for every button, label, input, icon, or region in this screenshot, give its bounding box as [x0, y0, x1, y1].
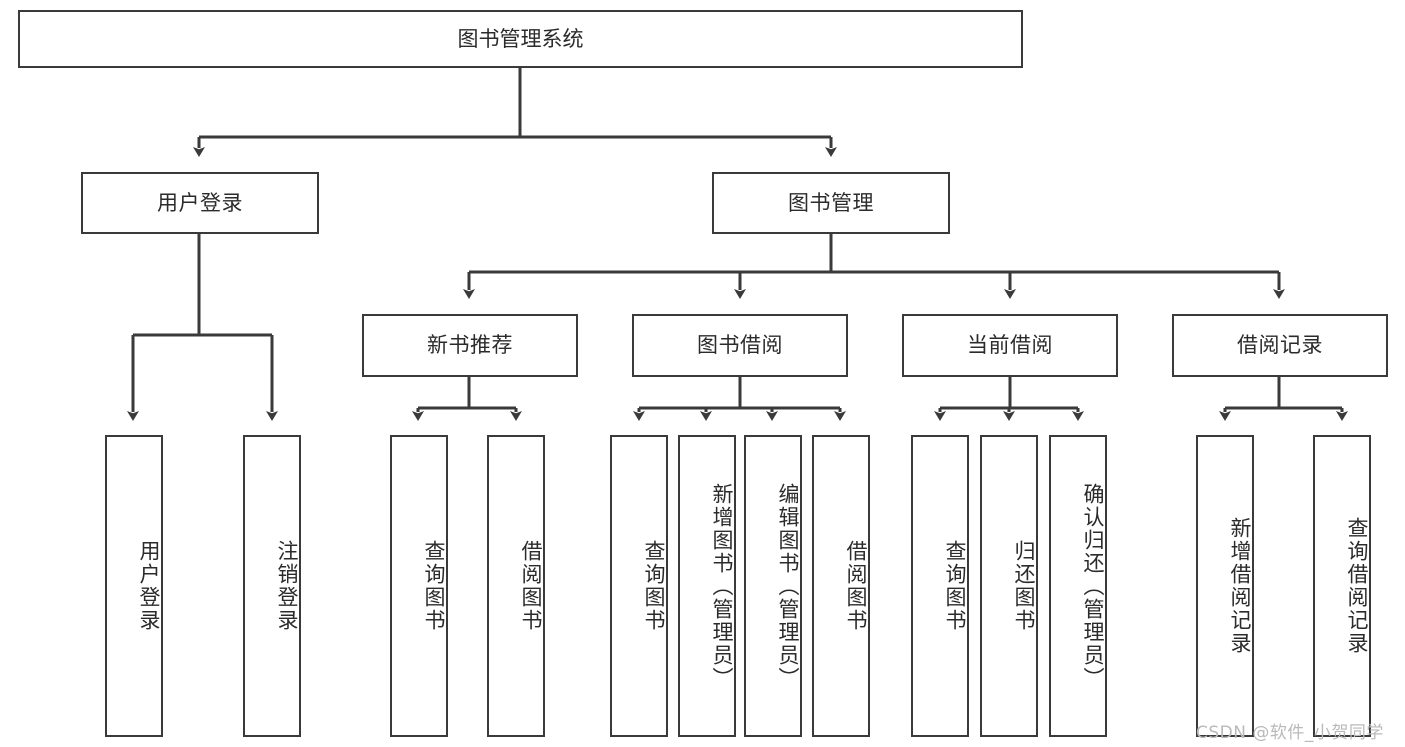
node-borrow-record[interactable]: 借阅记录 [1172, 314, 1388, 377]
node-leaf-add-book[interactable]: 新增图书（管理员） [678, 435, 736, 737]
node-leaf-edit-book[interactable]: 编辑图书（管理员） [744, 435, 802, 737]
node-leaf-borrow-book-1[interactable]: 借阅图书 [487, 435, 545, 737]
node-leaf-query-book-3[interactable]: 查询图书 [911, 435, 969, 737]
node-new-book-recommend-label: 新书推荐 [427, 333, 513, 358]
node-book-manage[interactable]: 图书管理 [712, 172, 950, 234]
node-leaf-query-book-1-label: 查询图书 [422, 540, 446, 632]
node-book-borrow-label: 图书借阅 [697, 333, 783, 358]
node-leaf-query-book-3-label: 查询图书 [943, 540, 967, 632]
node-leaf-return-book[interactable]: 归还图书 [980, 435, 1038, 737]
node-leaf-return-book-label: 归还图书 [1012, 540, 1036, 632]
node-leaf-logout-login-label: 注销登录 [275, 540, 299, 632]
node-user-login-label: 用户登录 [157, 190, 243, 215]
node-leaf-query-book-1[interactable]: 查询图书 [390, 435, 448, 737]
node-leaf-logout-login[interactable]: 注销登录 [243, 435, 301, 737]
node-leaf-edit-book-label: 编辑图书（管理员） [776, 482, 800, 690]
csdn-watermark: CSDN @软件_小贺同学 [1196, 723, 1384, 743]
node-leaf-add-book-label: 新增图书（管理员） [710, 482, 734, 690]
node-leaf-confirm-return-label: 确认归还（管理员） [1081, 482, 1105, 690]
node-leaf-borrow-book-2[interactable]: 借阅图书 [812, 435, 870, 737]
node-leaf-user-login-label: 用户登录 [137, 540, 161, 632]
node-leaf-borrow-book-1-label: 借阅图书 [519, 540, 543, 632]
node-leaf-add-record[interactable]: 新增借阅记录 [1196, 435, 1254, 737]
node-leaf-query-record-label: 查询借阅记录 [1345, 517, 1369, 655]
node-leaf-query-book-2[interactable]: 查询图书 [610, 435, 668, 737]
node-root[interactable]: 图书管理系统 [18, 10, 1023, 68]
node-book-borrow[interactable]: 图书借阅 [632, 314, 848, 377]
node-new-book-recommend[interactable]: 新书推荐 [362, 314, 578, 377]
node-leaf-query-book-2-label: 查询图书 [642, 540, 666, 632]
node-book-manage-label: 图书管理 [788, 190, 874, 215]
node-user-login[interactable]: 用户登录 [81, 172, 319, 234]
node-leaf-confirm-return[interactable]: 确认归还（管理员） [1049, 435, 1107, 737]
node-leaf-user-login[interactable]: 用户登录 [105, 435, 163, 737]
node-leaf-query-record[interactable]: 查询借阅记录 [1313, 435, 1371, 737]
node-current-borrow[interactable]: 当前借阅 [902, 314, 1118, 377]
node-leaf-borrow-book-2-label: 借阅图书 [844, 540, 868, 632]
node-current-borrow-label: 当前借阅 [967, 333, 1053, 358]
node-root-label: 图书管理系统 [457, 26, 584, 51]
node-borrow-record-label: 借阅记录 [1237, 333, 1323, 358]
node-leaf-add-record-label: 新增借阅记录 [1228, 517, 1252, 655]
